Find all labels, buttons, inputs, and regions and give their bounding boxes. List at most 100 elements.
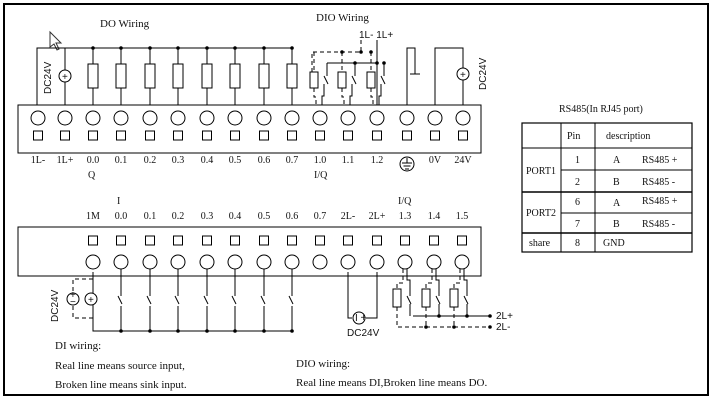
terminal-label: 0.0 xyxy=(87,155,100,166)
i-group-label: I xyxy=(117,196,120,207)
terminal-indicator xyxy=(33,130,43,141)
terminal-label: 24V xyxy=(454,155,472,166)
dio-bottom-supply: I + DC24V xyxy=(347,272,380,339)
ground-icon xyxy=(399,156,415,172)
do-wiring: + DC24V xyxy=(36,46,298,105)
dio-wiring-top xyxy=(309,40,386,105)
switch-contact xyxy=(260,295,266,305)
terminal-indicator xyxy=(372,235,382,246)
iq-group-label-top: I/Q xyxy=(314,170,328,181)
rs485-pin: 6 xyxy=(575,197,580,208)
bottom-terminal-block xyxy=(17,226,482,277)
junction-dot xyxy=(424,325,428,329)
terminal-label: 2L- xyxy=(341,211,355,222)
terminal-screw xyxy=(455,110,471,126)
terminal-label: 2L+ xyxy=(369,211,386,222)
terminal-label: 0.1 xyxy=(144,211,157,222)
rs485-desc: RS485 - xyxy=(642,219,675,230)
terminal-label: 0.3 xyxy=(172,155,185,166)
wire xyxy=(370,88,374,105)
dio-note-line1: Real line means DI,Broken line means DO. xyxy=(296,377,487,389)
switch-contact xyxy=(323,75,329,85)
terminal-screw xyxy=(199,254,215,270)
terminal-label: 1.2 xyxy=(371,155,384,166)
rs485-header-description: description xyxy=(606,131,650,142)
junction-dot xyxy=(119,329,123,333)
terminal-screw xyxy=(284,254,300,270)
wire xyxy=(313,88,317,105)
terminal-indicator xyxy=(315,235,325,246)
svg-text:+: + xyxy=(62,72,68,83)
terminal-screw xyxy=(426,254,442,270)
dio-bottom-supply-label: DC24V xyxy=(347,328,380,339)
load-resistor xyxy=(309,71,319,89)
load-resistor xyxy=(286,63,298,89)
terminal-label: 0.7 xyxy=(286,155,299,166)
do-bus-wire xyxy=(36,47,293,105)
terminal-label: 1.0 xyxy=(314,155,327,166)
junction-dot xyxy=(290,329,294,333)
terminal-indicator xyxy=(230,235,240,246)
terminal-indicator xyxy=(230,130,240,141)
terminal-indicator xyxy=(259,235,269,246)
terminal-indicator xyxy=(88,130,98,141)
load-resistor xyxy=(366,71,376,89)
terminal-screw xyxy=(113,254,129,270)
terminal-label: 1M xyxy=(86,211,100,222)
switch-contact xyxy=(146,295,152,305)
terminal-indicator xyxy=(116,130,126,141)
terminal-label: 0.3 xyxy=(201,211,214,222)
junction-dot xyxy=(205,329,209,333)
terminal-label: 0V xyxy=(429,155,442,166)
terminal-indicator xyxy=(430,130,440,141)
bottom-terminals xyxy=(85,235,470,270)
terminal-screw xyxy=(256,254,272,270)
dc-supply-symbol xyxy=(352,311,366,325)
terminal-screw xyxy=(57,110,73,126)
rs485-header-pin: Pin xyxy=(567,131,580,142)
terminal-indicator xyxy=(315,130,325,141)
mouse-cursor-icon xyxy=(49,30,63,51)
dc-supply-symbol xyxy=(84,292,98,306)
wire xyxy=(396,269,404,289)
wire xyxy=(463,269,468,296)
terminal-screw xyxy=(454,254,470,270)
wire xyxy=(321,84,325,105)
switch-contact xyxy=(463,295,469,305)
terminal-label: 1.1 xyxy=(342,155,355,166)
terminal-screw xyxy=(170,254,186,270)
terminal-indicator xyxy=(402,130,412,141)
do-wiring-title: DO Wiring xyxy=(100,18,150,30)
switch-contact xyxy=(380,75,386,85)
terminal-label: 0.5 xyxy=(258,211,271,222)
terminal-indicator xyxy=(287,130,297,141)
wire xyxy=(341,88,345,105)
terminal-screw xyxy=(227,110,243,126)
rs485-desc: RS485 + xyxy=(642,196,678,207)
terminal-label: 0.5 xyxy=(229,155,242,166)
wire xyxy=(378,84,382,105)
junction-dot xyxy=(176,329,180,333)
rs485-signal: B xyxy=(613,219,620,230)
switch-contact xyxy=(435,295,441,305)
terminal-label: 0.6 xyxy=(258,155,271,166)
junction-dot xyxy=(452,325,456,329)
terminal-label: 1.4 xyxy=(428,211,441,222)
load-resistor xyxy=(229,63,241,89)
terminal-screw xyxy=(113,110,129,126)
terminal-indicator xyxy=(173,130,183,141)
svg-text:+: + xyxy=(88,295,94,306)
terminal-indicator xyxy=(343,130,353,141)
terminal-label: 0.4 xyxy=(229,211,242,222)
terminal-label: 0.4 xyxy=(201,155,214,166)
terminal-indicator xyxy=(145,235,155,246)
rs485-pin: 1 xyxy=(575,155,580,166)
terminal-screw xyxy=(142,254,158,270)
svg-text:+: + xyxy=(460,70,466,81)
load-resistor xyxy=(449,288,459,308)
terminal-label: 0.6 xyxy=(286,211,299,222)
outer-frame xyxy=(3,3,709,396)
load-resistor xyxy=(172,63,184,89)
terminal-screw xyxy=(142,110,158,126)
